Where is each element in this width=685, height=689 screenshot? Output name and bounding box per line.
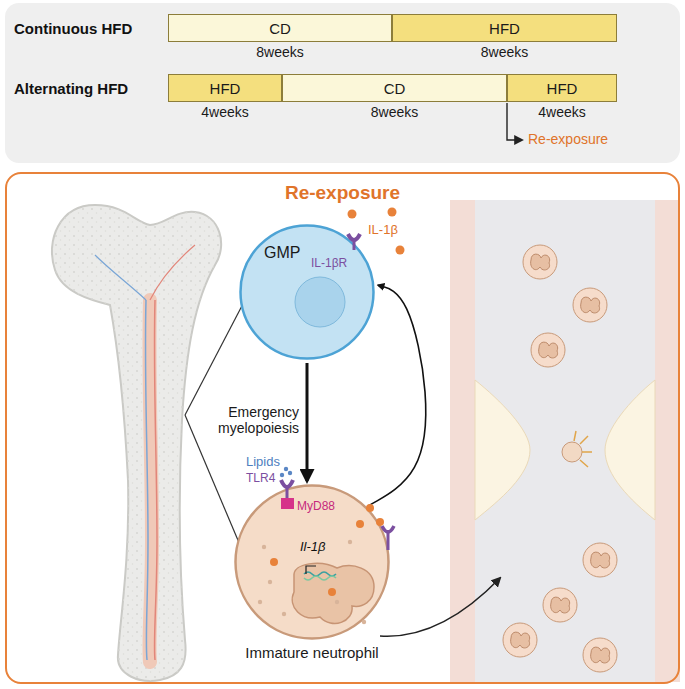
diet-bar: CD8weeks (168, 14, 392, 42)
diet-bar: HFD8weeks (392, 14, 617, 42)
cell-name: GMP (264, 244, 300, 262)
receptor-label: IL-1βR (311, 257, 347, 271)
edge-label: Emergency myelopoiesis (207, 404, 299, 436)
diet-name: CD (384, 80, 406, 97)
diet-bar: CD8weeks (282, 74, 507, 102)
duration-label: 4weeks (169, 104, 281, 120)
duration-label: 8weeks (283, 104, 506, 120)
femur-bone (52, 205, 221, 681)
re-exposure-note: Re-exposure (528, 131, 608, 147)
feedback-arrow (368, 285, 426, 506)
gmp-cell (239, 224, 375, 360)
duration-label: 8weeks (169, 44, 391, 60)
blood-vessel (450, 200, 680, 682)
cytokine-label: IL-1β (368, 223, 398, 238)
cell-name: Immature neutrophil (204, 644, 420, 661)
diet-name: HFD (210, 80, 241, 97)
row-title: Continuous HFD (14, 20, 132, 37)
diet-name: HFD (489, 20, 520, 37)
receptor-label: TLR4 (246, 472, 275, 486)
panel-title: Re-exposure (7, 182, 678, 204)
diet-name: CD (269, 20, 291, 37)
diet-bar: HFD4weeks (507, 74, 617, 102)
diet-name: HFD (547, 80, 578, 97)
differentiation-arrow (306, 363, 309, 481)
duration-label: 4weeks (508, 104, 616, 120)
egress-arrow (380, 578, 500, 636)
diet-bar: HFD4weeks (168, 74, 282, 102)
zoom-line (185, 300, 245, 415)
duration-label: 8weeks (393, 44, 616, 60)
adaptor-label: MyD88 (297, 500, 335, 514)
cell-node: GMP (239, 224, 375, 360)
re-exposure-pointer (507, 103, 522, 140)
re-exposure-panel: Re-exposureGMP Immature neutrophil (5, 172, 680, 684)
lipid-label: Lipids (246, 455, 280, 470)
row-title: Alternating HFD (14, 80, 128, 97)
timeline-panel (5, 3, 680, 163)
gene-label: Il-1β (300, 540, 326, 555)
